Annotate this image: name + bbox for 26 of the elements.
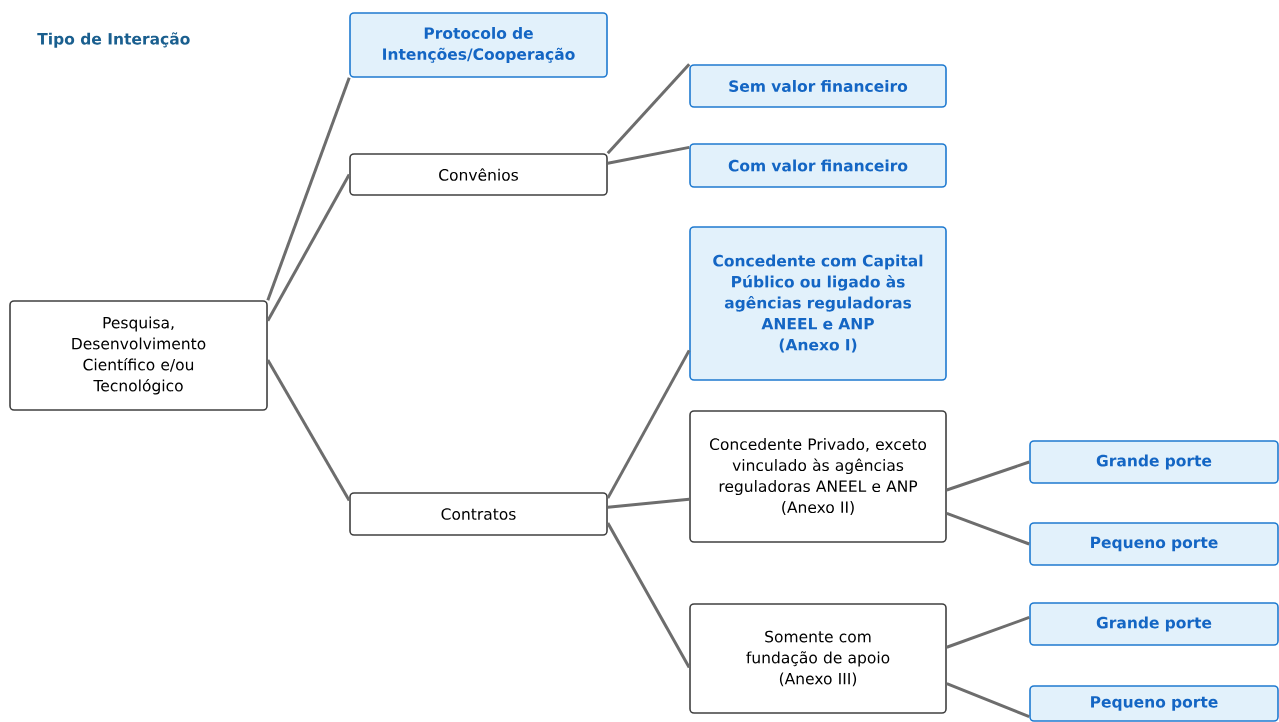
- category-box: Pesquisa, Desenvolvimento Científico e/ou Tecnológico: [9, 300, 268, 411]
- category-box: Somente com fundação de apoio (Anexo III): [689, 603, 947, 714]
- connector-line: [946, 460, 1030, 492]
- option-box: Grande porte: [1029, 440, 1279, 484]
- option-box: Sem valor financeiro: [689, 64, 947, 108]
- option-box: Pequeno porte: [1029, 685, 1279, 722]
- connector-line: [606, 522, 691, 669]
- connector-line: [946, 512, 1030, 546]
- option-box: Pequeno porte: [1029, 522, 1279, 566]
- category-box: Concedente Privado, exceto vinculado às agências reguladoras ANEEL e ANP (Anexo II): [689, 410, 947, 543]
- connector-line: [266, 173, 351, 322]
- category-box: Contratos: [349, 492, 608, 536]
- option-box: Grande porte: [1029, 602, 1279, 646]
- connector-line: [606, 349, 691, 499]
- connector-line: [266, 359, 351, 502]
- connector-line: [266, 77, 351, 301]
- connector-line: [946, 616, 1030, 649]
- option-box: Com valor financeiro: [689, 143, 947, 188]
- connector-line: [606, 63, 691, 155]
- connector-line: [946, 682, 1030, 718]
- category-box: Convênios: [349, 153, 608, 196]
- option-box: Concedente com Capital Público ou ligado às agências reguladoras ANEEL e ANP (Anexo I): [689, 226, 947, 381]
- heading: Tipo de Interação: [37, 32, 190, 48]
- connector-line: [607, 497, 690, 509]
- option-box: Protocolo de Intenções/Cooperação: [349, 12, 608, 78]
- connector-line: [607, 145, 690, 165]
